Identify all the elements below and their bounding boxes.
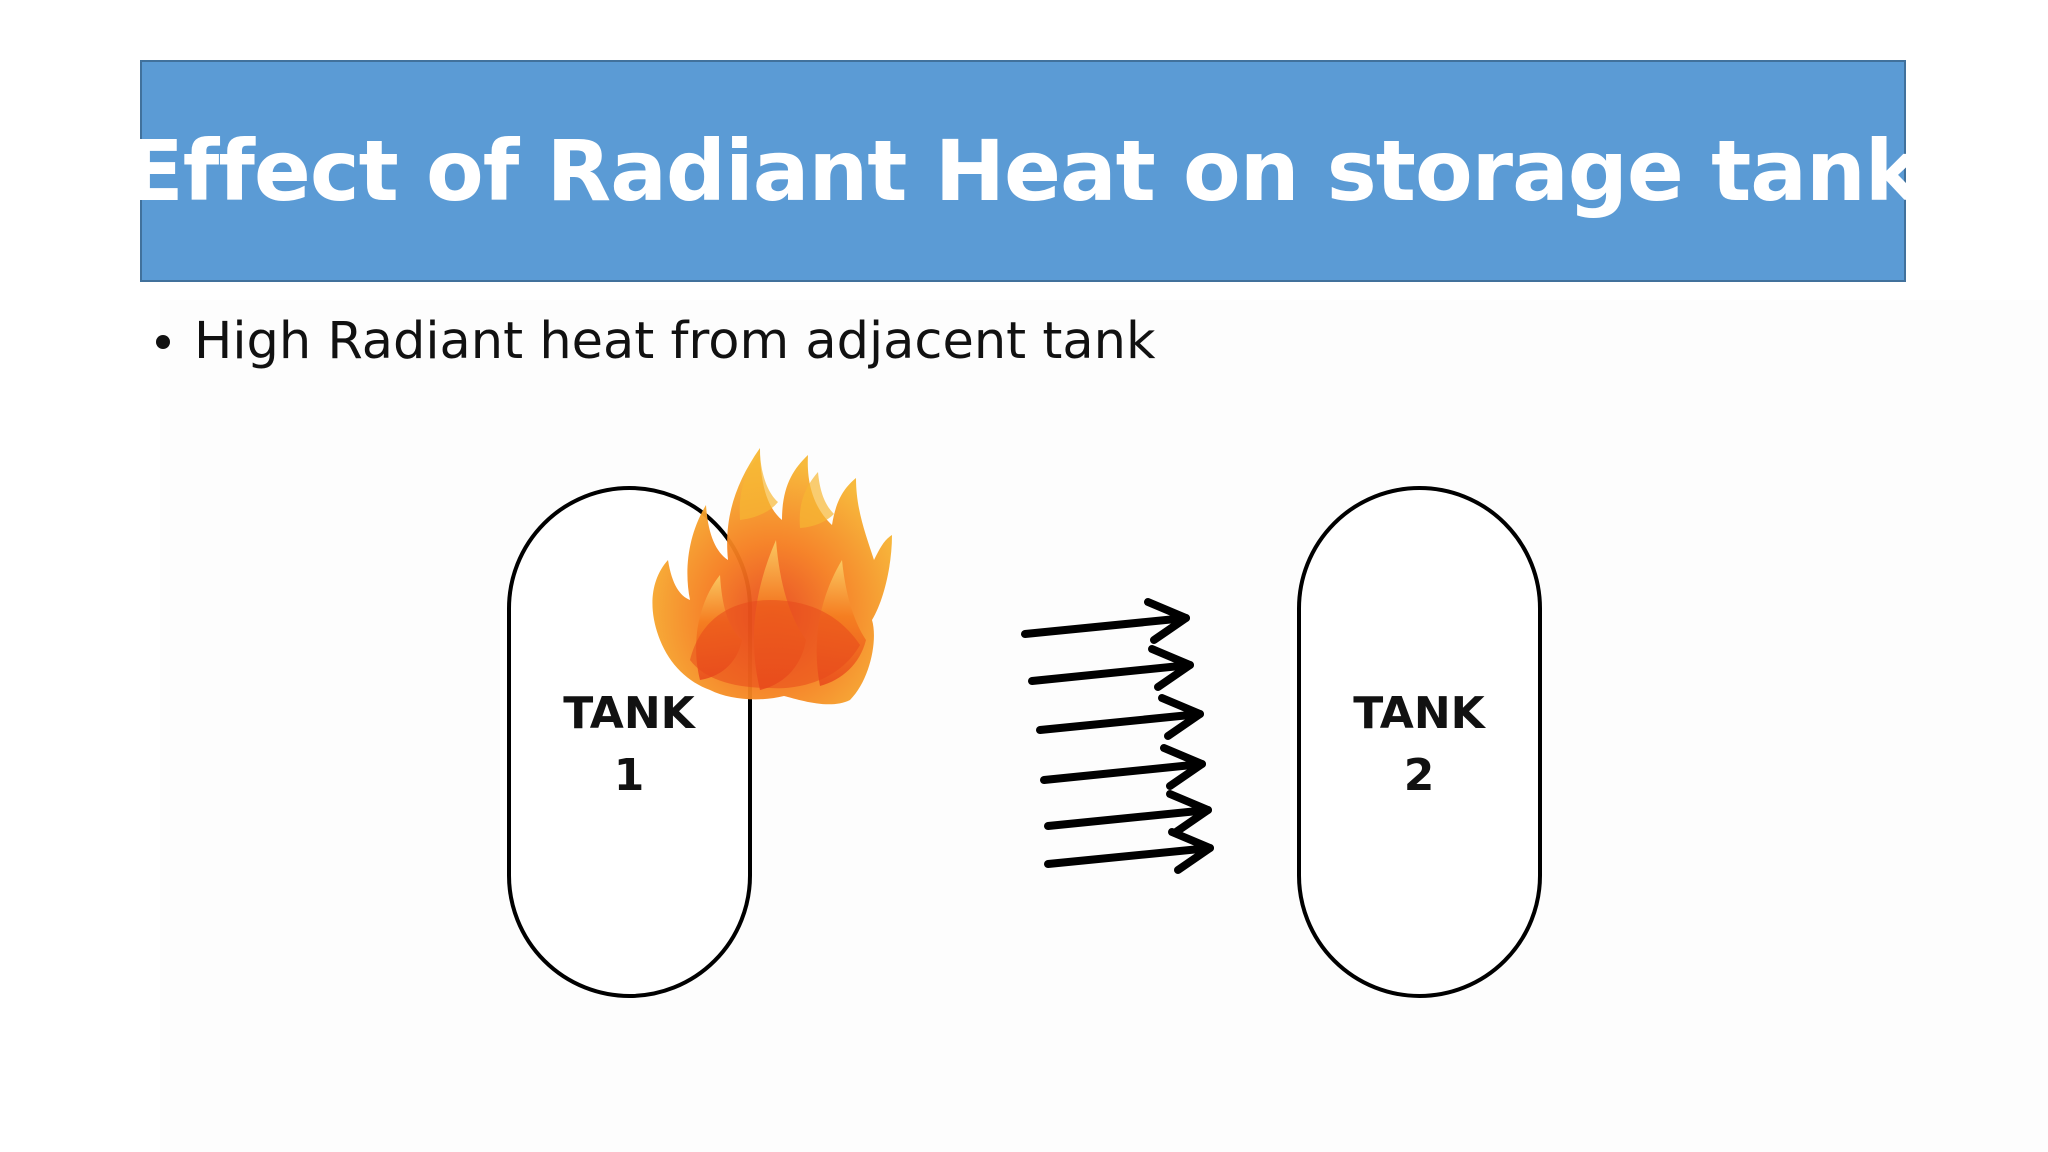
flame-tongue-5 — [799, 472, 834, 528]
tank-2-label-line2: 2 — [1404, 750, 1435, 801]
bullet-text: High Radiant heat from adjacent tank — [194, 312, 1156, 371]
bullet-dot-icon — [156, 334, 170, 349]
bullet-item: High Radiant heat from adjacent tank — [156, 312, 1155, 371]
tank-1-label-line1: TANK — [563, 688, 696, 739]
tank-2-label-line1: TANK — [1353, 688, 1486, 739]
heat-arrow-2 — [1028, 645, 1194, 691]
heat-arrow-3 — [1036, 694, 1204, 740]
title-bar: Effect of Radiant Heat on storage tank — [126, 60, 1921, 282]
tank-1-label-line2: 1 — [614, 750, 645, 801]
heat-arrow-1 — [1021, 598, 1190, 644]
tank-2: TANK 2 — [1297, 486, 1542, 998]
fire-icon — [652, 448, 892, 705]
flame-tongue-4 — [739, 455, 778, 520]
tank-2-outline — [1297, 486, 1542, 998]
flame-core — [690, 600, 860, 689]
heat-arrow-6 — [1044, 828, 1214, 874]
heat-arrow-4 — [1040, 744, 1206, 790]
slide-title: Effect of Radiant Heat on storage tank — [126, 122, 1920, 220]
heat-arrows — [1021, 598, 1214, 874]
heat-arrow-5 — [1044, 790, 1212, 836]
